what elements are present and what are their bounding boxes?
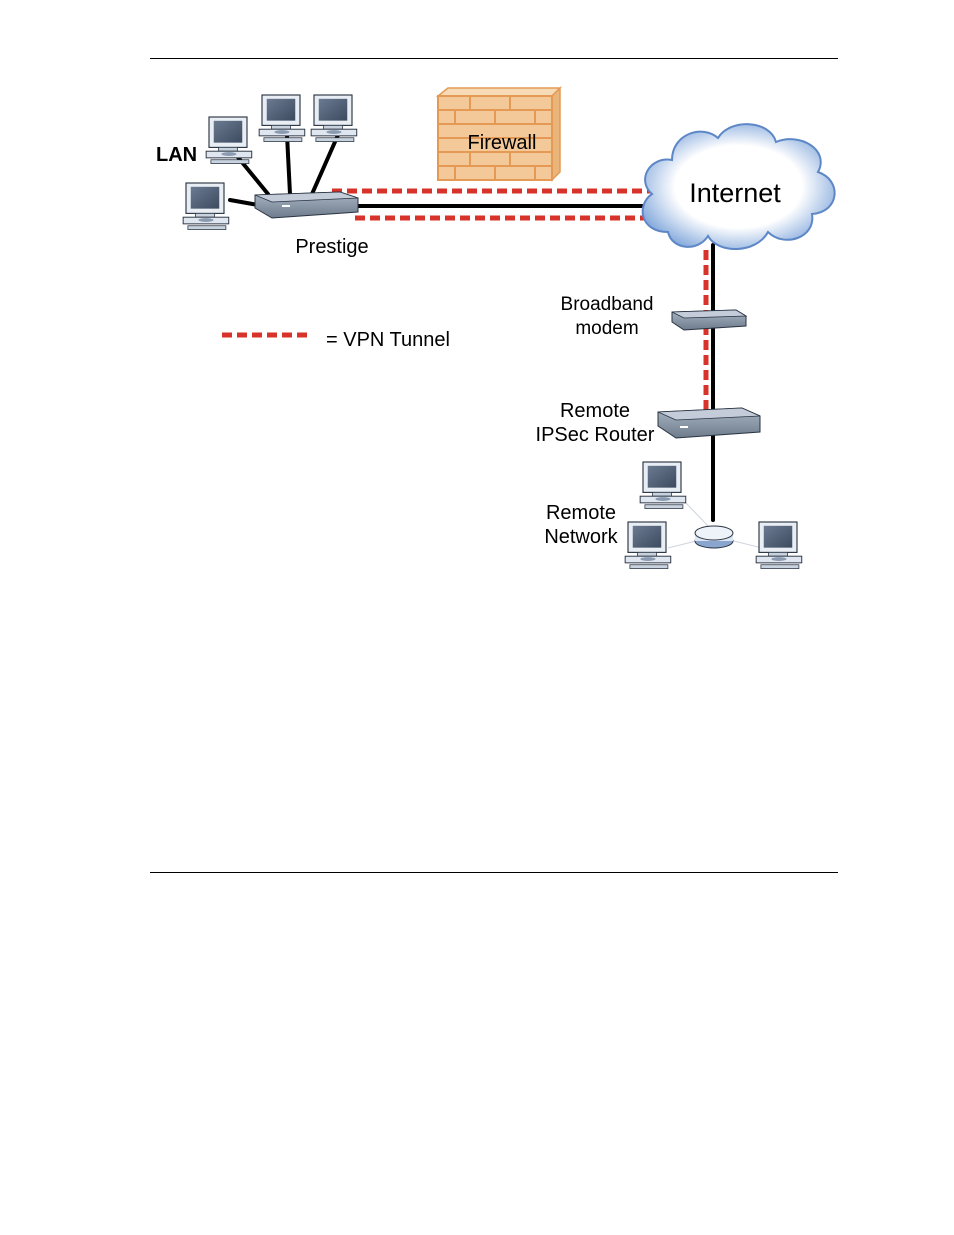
remote-computer-2-icon [625, 522, 671, 569]
broadband-modem-icon [672, 310, 746, 330]
lan-computer-4-icon [183, 183, 229, 230]
firewall-label: Firewall [468, 132, 537, 154]
prestige-router-icon [255, 192, 358, 218]
lan-label: LAN [156, 144, 197, 166]
prestige-label: Prestige [295, 236, 368, 258]
internet-label: Internet [689, 178, 781, 208]
vpn-network-diagram: LAN Firewall Internet Prestige = VPN Tun… [0, 0, 954, 640]
lan-computer-3-icon [311, 95, 357, 142]
remote-computer-3-icon [756, 522, 802, 569]
remote-hub-icon [695, 526, 733, 548]
modem-label: modem [575, 318, 638, 339]
remote-router-label-2: IPSec Router [536, 424, 655, 446]
lan-computer-1-icon [206, 117, 252, 164]
remote-network-label-2: Network [544, 526, 618, 548]
remote-network-label-1: Remote [546, 502, 616, 524]
remote-ipsec-router-icon [658, 408, 760, 438]
legend-label: = VPN Tunnel [326, 329, 450, 351]
remote-router-label-1: Remote [560, 400, 630, 422]
lan-computer-2-icon [259, 95, 305, 142]
bottom-rule [150, 872, 838, 873]
broadband-label: Broadband [561, 294, 654, 315]
remote-computer-1-icon [640, 462, 686, 509]
